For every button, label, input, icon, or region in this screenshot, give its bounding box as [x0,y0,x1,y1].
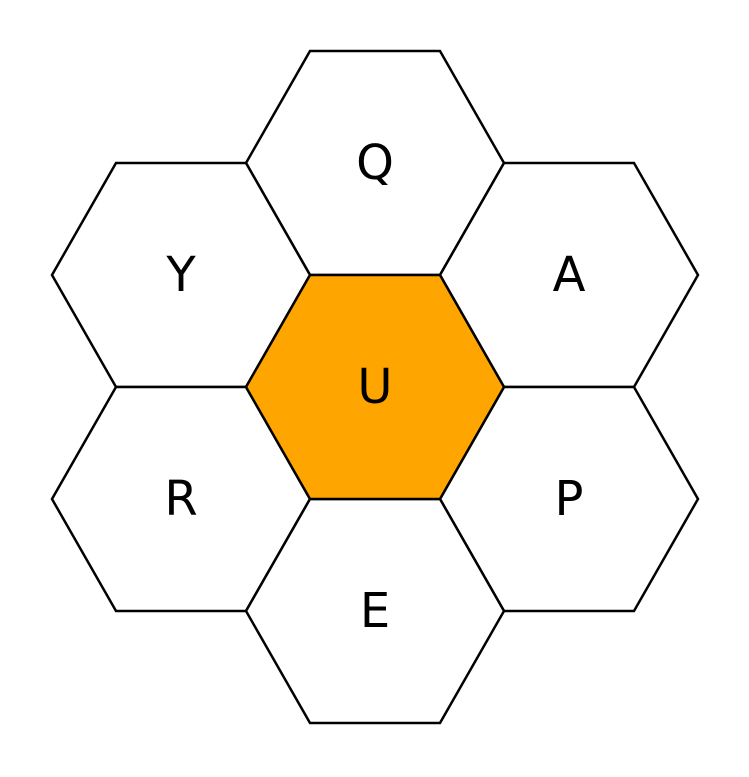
hex-top-right-letter: A [553,247,586,303]
hex-center-shape[interactable] [244,273,506,501]
hex-top-letter: Q [356,135,394,191]
hex-center-letter: U [357,359,392,415]
hex-top-left[interactable]: Y [50,161,312,389]
hex-bottom-right[interactable]: P [438,385,700,613]
hex-bottom-left-letter: R [164,471,197,527]
hex-bottom-right-letter: P [555,471,584,527]
hex-top-left-letter: Y [165,247,196,303]
hex-center[interactable]: U [244,273,506,501]
hex-bottom-letter: E [360,583,390,639]
